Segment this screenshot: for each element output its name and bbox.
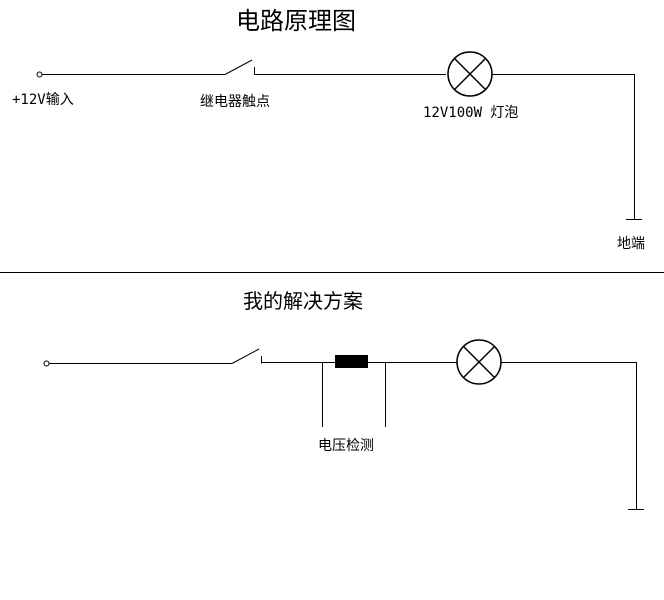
relay-contact-switch [224, 59, 255, 75]
lamp-label: 12V100W 灯泡 [423, 105, 519, 121]
bottom-circuit [43, 339, 644, 510]
voltage-sense-label: 电压检测 [318, 438, 374, 454]
top-diagram-title: 电路原理图 [236, 7, 356, 35]
wire-lamp-to-ground [492, 74, 635, 219]
input-terminal-2 [43, 360, 50, 367]
lamp-symbol [447, 51, 493, 97]
lamp-symbol-2 [456, 339, 502, 385]
relay-contact-label: 继电器触点 [200, 94, 270, 110]
series-resistor [335, 355, 368, 368]
bottom-diagram-title: 我的解决方案 [243, 289, 363, 313]
input-terminal [36, 71, 43, 78]
ground-label: 地端 [617, 236, 645, 252]
relay-contact-switch-2 [231, 348, 262, 364]
top-circuit [36, 51, 642, 220]
wire-lamp-to-ground-2 [501, 362, 637, 509]
input-label: +12V输入 [12, 92, 74, 108]
